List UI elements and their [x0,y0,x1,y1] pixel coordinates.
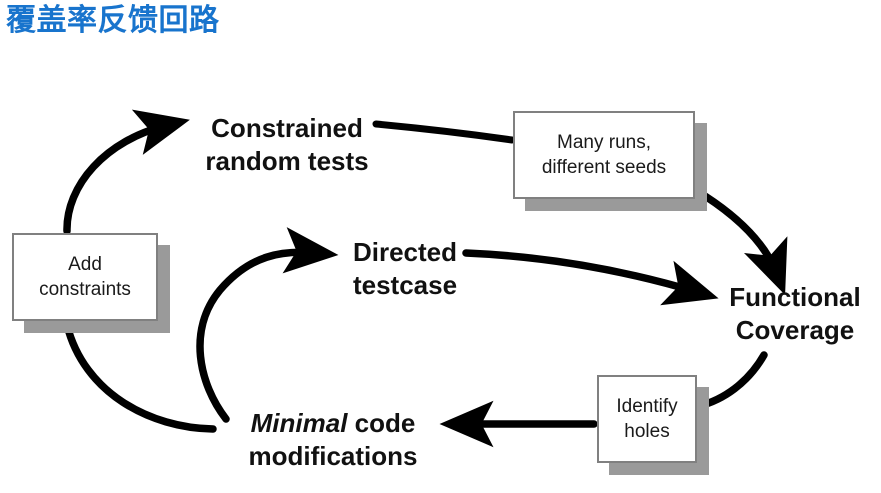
node-directed-testcase: Directed testcase [330,236,480,302]
box-many-runs-line2: different seeds [541,157,667,178]
connector-minimal-code-modifications-to-directed-testcase [196,227,339,423]
connector-many-runs-to-functional-coverage [701,192,788,295]
connector-directed-testcase-to-functional-coverage [462,249,719,306]
page-title: 覆盖率反馈回路 [6,4,220,37]
node-functional-coverage-line1: Functional [729,282,861,312]
node-constrained-random-tests: Constrained random tests [182,112,392,178]
box-add-constraints-line2: constraints [39,279,131,300]
box-identify-holes-line1: Identify [616,396,678,417]
node-functional-coverage-line2: Coverage [735,315,855,345]
box-many-runs[interactable]: Many runs, different seeds [513,111,695,199]
node-minimal-code-modifications-line1: Minimal code [218,407,448,440]
node-minimal-code-modifications: Minimal code modifications [218,407,448,473]
node-minimal-code-modifications-line2: modifications [248,441,418,471]
connector-add-constraints-to-constrained-random-tests [63,109,190,235]
box-identify-holes[interactable]: Identify holes [597,375,697,463]
connector-minimal-code-modifications-to-add-constraints [63,321,217,433]
node-minimal-rest: code [347,408,416,438]
box-add-constraints-line1: Add [68,254,102,275]
node-minimal-emphasis: Minimal [250,408,348,438]
node-constrained-random-tests-line2: random tests [205,146,369,176]
connector-constrained-random-tests-to-many-runs [372,120,516,144]
node-constrained-random-tests-line1: Constrained [211,113,363,143]
node-functional-coverage: Functional Coverage [712,281,878,347]
box-add-constraints[interactable]: Add constraints [12,233,158,321]
node-directed-testcase-line1: Directed [352,237,458,267]
node-directed-testcase-line2: testcase [352,270,458,300]
box-many-runs-line1: Many runs, [557,132,651,153]
box-identify-holes-line2: holes [624,421,670,442]
